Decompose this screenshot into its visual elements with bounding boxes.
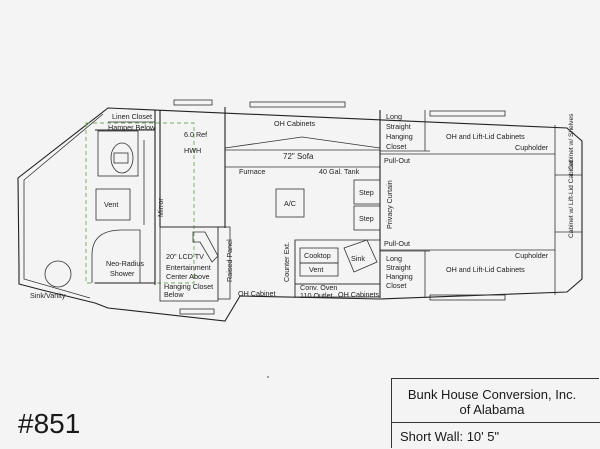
- tv-cabinet: [192, 231, 219, 263]
- shower-base: [91, 229, 141, 283]
- label-long-closet-bot-4: Closet: [386, 281, 406, 290]
- label-pull-out-bottom: Pull-Out: [384, 239, 410, 248]
- label-long-closet-bot-1: Long: [386, 254, 402, 263]
- label-oh-cabinet-left: OH Cabinet: [238, 289, 276, 298]
- label-raised-panel: Raised Panel: [225, 239, 234, 282]
- label-long-closet-bot-3: Hanging: [386, 272, 413, 281]
- conv-oven-box: [294, 283, 381, 298]
- short-wall-dimension: Short Wall: 10' 5": [400, 429, 500, 444]
- stray-dot: [267, 376, 269, 378]
- label-neo-radius-2: Shower: [110, 269, 135, 278]
- window-top-3: [429, 110, 506, 117]
- kitchen-sink: [343, 239, 378, 273]
- label-long-closet-bot-2: Straight: [386, 263, 411, 272]
- label-pull-out-top: Pull-Out: [384, 156, 410, 165]
- label-sink-vanity: Sink/Vanity: [30, 291, 66, 300]
- step-top-box: [353, 179, 381, 205]
- label-oh-cabinets-top: OH Cabinets: [274, 119, 316, 128]
- label-lcd-tv: 20" LCD TV: [166, 252, 204, 261]
- label-cupholder-top: Cupholder: [515, 143, 549, 152]
- label-long-closet-top-1: Long: [386, 112, 402, 121]
- label-ac: A/C: [284, 199, 296, 208]
- label-oh-lift-top: OH and Lift-Lid Cabinets: [446, 132, 525, 141]
- kitchen-counter: [294, 239, 381, 285]
- toilet: [110, 142, 134, 174]
- label-entertainment-1: Entertainment: [166, 263, 211, 272]
- window-bottom-2: [179, 308, 215, 315]
- label-cabinet-lift-lid: Cabinet w/ Lift-Lid Cabinet: [568, 160, 575, 238]
- label-cupholder-bottom: Cupholder: [515, 251, 549, 260]
- label-hamper-below: Hamper Below: [108, 123, 156, 132]
- label-oh-lift-bottom: OH and Lift-Lid Cabinets: [446, 265, 525, 274]
- sofa-outline: [224, 136, 381, 149]
- label-conv-oven-2: 110 Outlet: [300, 291, 333, 300]
- label-vent-kitchen: Vent: [309, 265, 323, 274]
- label-long-closet-top-2: Straight: [386, 122, 411, 131]
- title-divider: [392, 422, 600, 423]
- label-privacy-curtain: Privacy Curtain: [385, 180, 394, 229]
- raised-panel: [217, 226, 231, 300]
- label-conv-oven-1: Conv. Oven: [300, 283, 337, 292]
- label-sink: Sink: [351, 254, 365, 263]
- label-counter-ext: Counter Ext.: [282, 242, 291, 282]
- label-ref: 6.0 Ref: [184, 130, 207, 139]
- inner-wall-front: [23, 113, 104, 299]
- company-name: Bunk House Conversion, Inc. of Alabama: [392, 387, 592, 417]
- label-linen-closet: Linen Closet: [112, 112, 152, 121]
- label-oh-cabinets-bottom: OH Cabinets: [338, 290, 380, 299]
- label-long-closet-top-4: Closet: [386, 142, 406, 151]
- cooktop-vent: [299, 262, 339, 277]
- plan-number: #851: [18, 408, 81, 439]
- label-entertainment-2: Center Above: [166, 272, 210, 281]
- label-hanging-closet-1: Hanging Closet: [164, 282, 213, 291]
- company-line-2: of Alabama: [459, 402, 525, 417]
- outer-wall: [17, 107, 583, 322]
- label-neo-radius-1: Neo-Radius: [106, 259, 144, 268]
- sink-vanity-bowl: [44, 260, 72, 288]
- label-gal-tank: 40 Gal. Tank: [319, 167, 360, 176]
- label-vent-bath: Vent: [104, 200, 118, 209]
- company-line-1: Bunk House Conversion, Inc.: [407, 387, 577, 402]
- label-furnace: Furnace: [239, 167, 265, 176]
- label-mirror: Mirror: [156, 198, 165, 217]
- bath-vent: [95, 188, 131, 221]
- label-long-closet-top-3: Hanging: [386, 132, 413, 141]
- title-block: Bunk House Conversion, Inc. of Alabama S…: [391, 378, 600, 448]
- window-bottom-1: [429, 294, 506, 301]
- label-hanging-closet-2: Below: [164, 290, 184, 299]
- label-sofa: 72" Sofa: [283, 152, 314, 161]
- window-top-1: [173, 99, 213, 106]
- label-step-bottom: Step: [359, 214, 374, 223]
- label-cooktop: Cooktop: [304, 251, 331, 260]
- window-top-2: [249, 101, 346, 108]
- label-step-top: Step: [359, 188, 374, 197]
- toilet-tank: [113, 152, 129, 164]
- label-cabinet-shelves: Cabinet w/ Shelves: [568, 113, 575, 170]
- step-bottom-box: [353, 205, 381, 231]
- ac-unit: [275, 188, 305, 218]
- toilet-area: [97, 130, 139, 177]
- label-hwh: HWH: [184, 146, 201, 155]
